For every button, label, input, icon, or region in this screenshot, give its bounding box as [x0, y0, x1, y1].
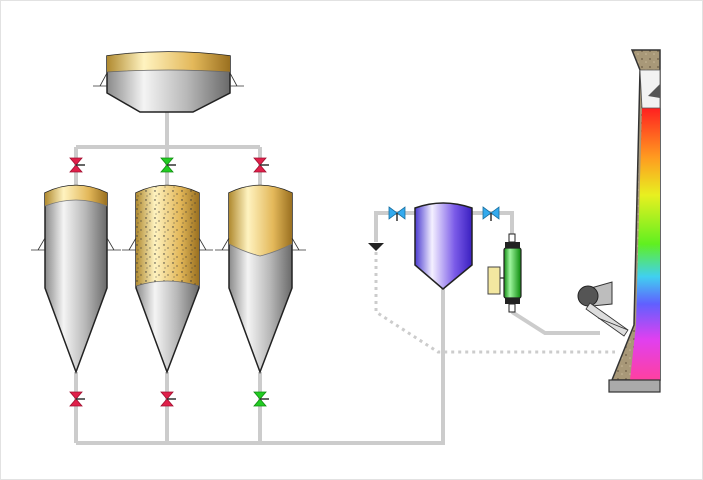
furnace-flame-icon [648, 84, 660, 98]
silo-2-inlet-valve[interactable] [160, 157, 176, 173]
flowmeter[interactable] [487, 233, 522, 313]
flowmeter-transmitter [487, 266, 501, 295]
silo-1[interactable] [31, 184, 121, 375]
silo-2-level-marks [122, 237, 213, 251]
pipes [74, 112, 615, 445]
silo-3-inlet-valve[interactable] [253, 157, 269, 173]
silo-1-inlet-valve[interactable] [69, 157, 85, 173]
furnace-base [608, 379, 661, 393]
hopper-right-valve[interactable] [482, 206, 500, 221]
hopper-left-valve[interactable] [388, 206, 406, 221]
top-bin-level-marks [93, 72, 244, 87]
level-indicator-icon [368, 243, 384, 251]
silo-1-outlet-valve[interactable] [69, 391, 85, 407]
furnace-top-opening [639, 69, 661, 109]
silo-2[interactable] [122, 184, 213, 375]
dotted-signal-line [374, 252, 615, 354]
silo-3-level-marks [215, 237, 306, 251]
hopper-left-pipe [374, 211, 415, 242]
furnace-chamber [630, 108, 660, 380]
silo-2-outlet-valve[interactable] [160, 391, 176, 407]
dosing-hopper[interactable] [414, 202, 473, 290]
hopper-right-pipe [472, 211, 514, 236]
flowmeter-to-furnace-pipe [510, 310, 600, 335]
silo-3[interactable] [215, 184, 306, 375]
burner-lance[interactable] [577, 281, 629, 337]
top-bin[interactable] [93, 51, 244, 113]
silo-1-level-marks [31, 237, 121, 251]
silo-3-outlet-valve[interactable] [253, 391, 269, 407]
furnace[interactable] [577, 49, 661, 393]
outlet-header-pipe [76, 288, 445, 445]
